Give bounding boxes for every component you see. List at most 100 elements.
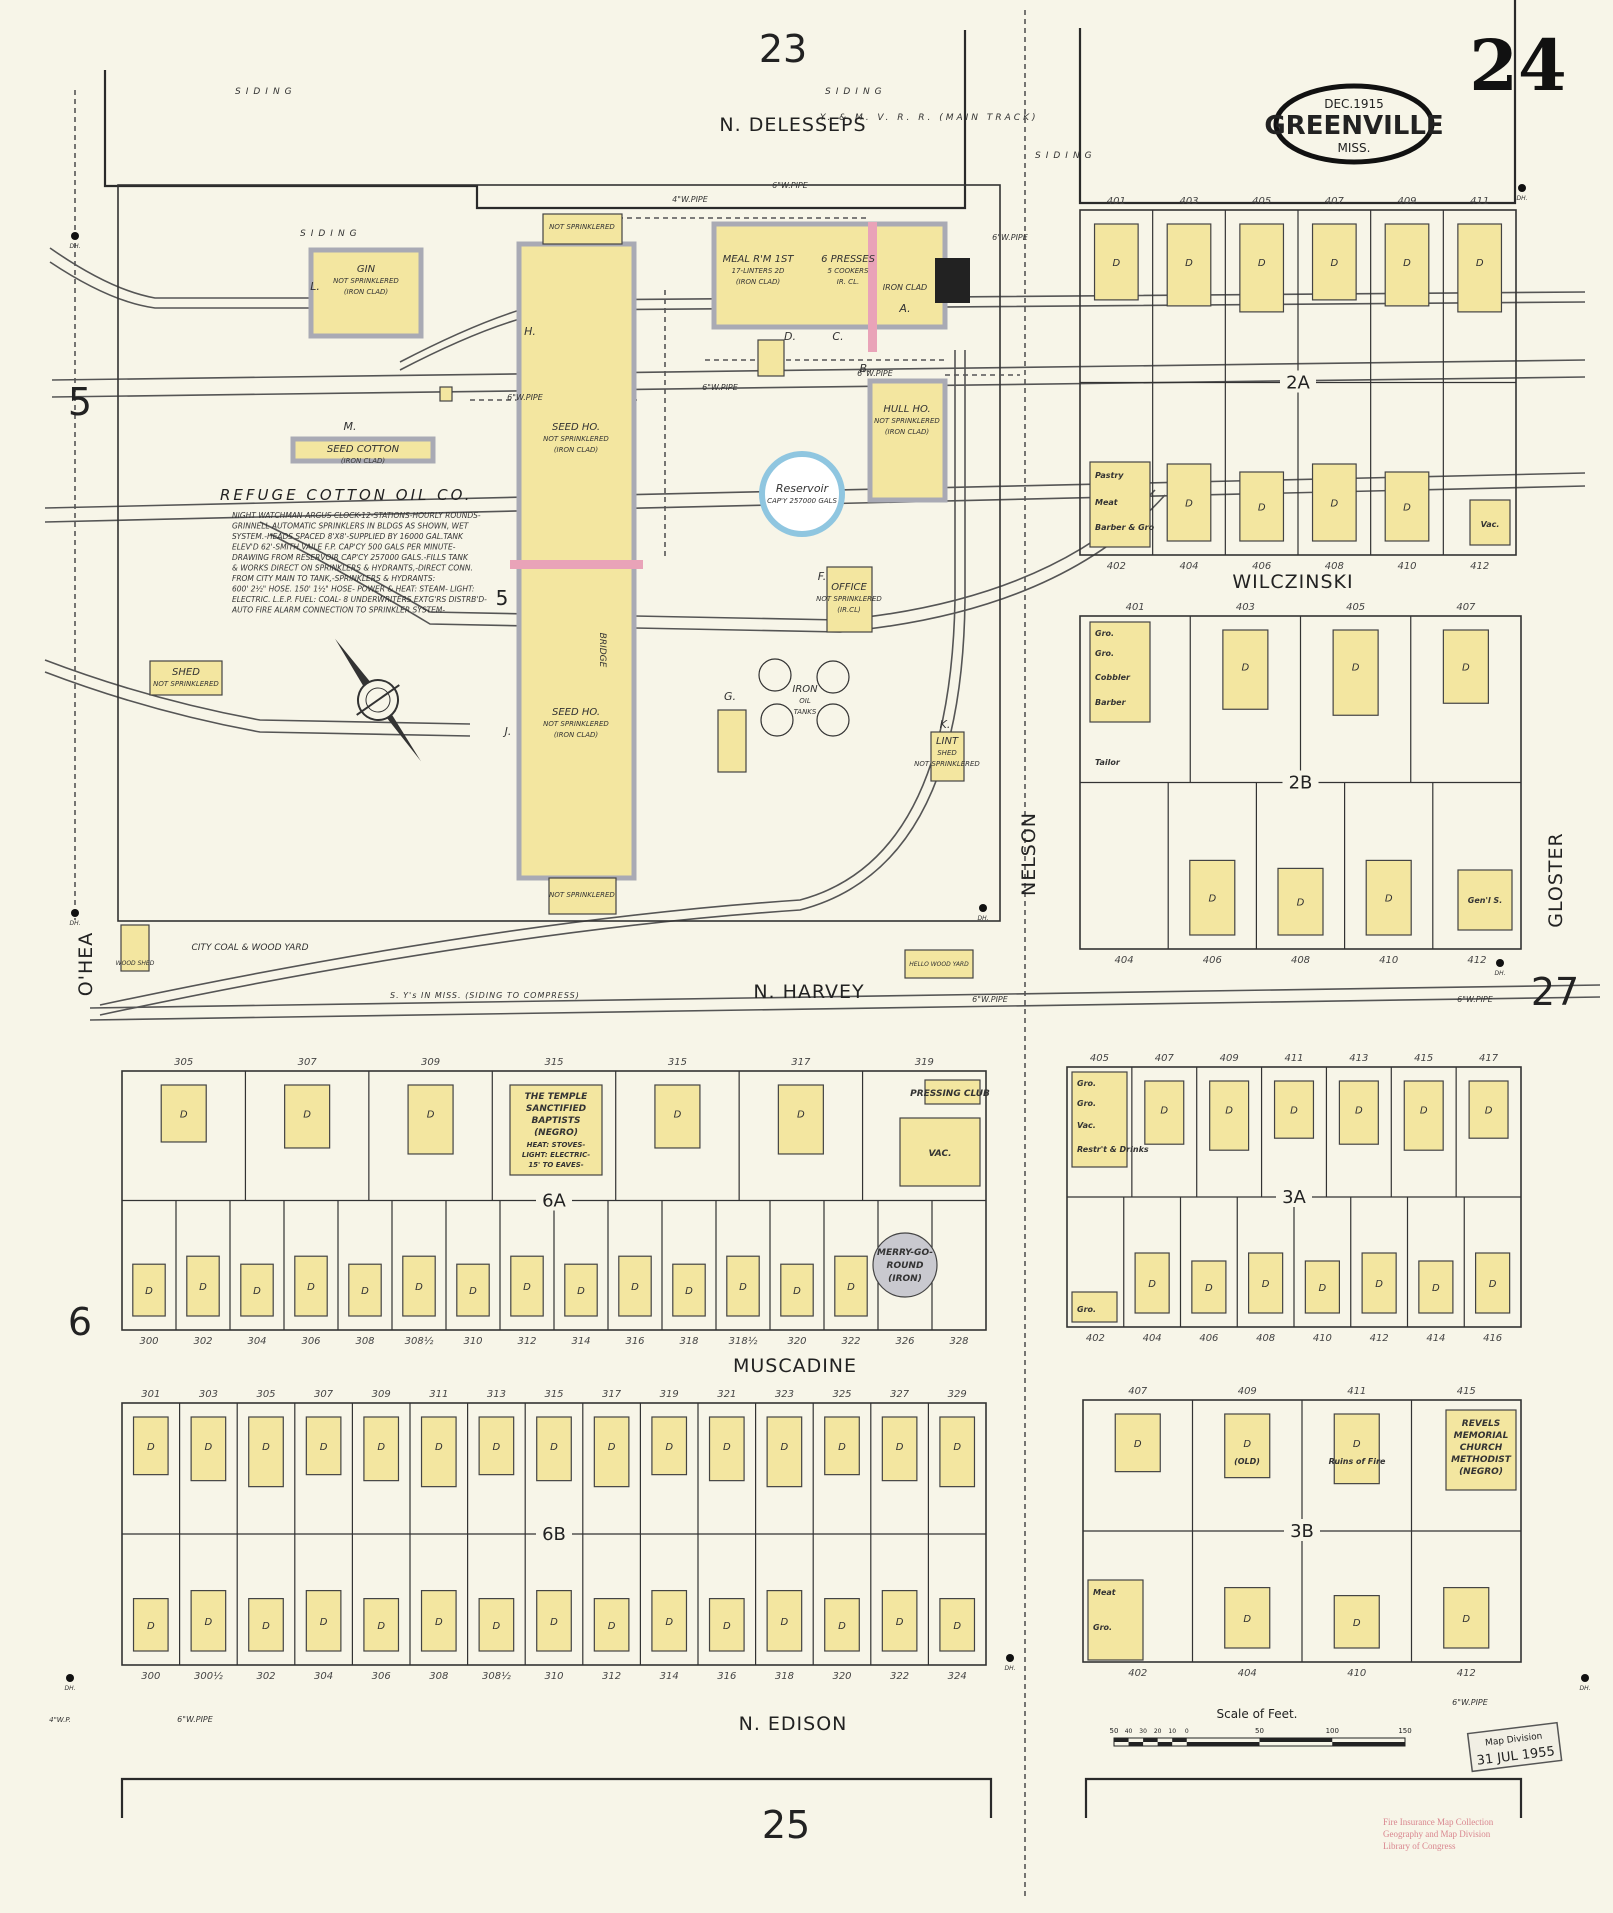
address-number: 310 — [463, 1336, 482, 1347]
dwelling — [593, 1597, 630, 1652]
merry-go-round — [872, 1232, 938, 1298]
address-number: 410 — [1313, 1333, 1332, 1344]
building-letter: A. — [898, 302, 910, 315]
dwelling — [1474, 1252, 1511, 1314]
dwelling-label: D — [415, 1282, 423, 1293]
address-number: 306 — [301, 1336, 320, 1347]
dwelling — [1332, 629, 1379, 716]
address-number: 314 — [660, 1671, 679, 1682]
address-number: 301 — [141, 1389, 160, 1400]
building-use-label: THE TEMPLE — [525, 1092, 589, 1102]
dwelling-label: D — [377, 1621, 385, 1632]
hydrant-label: DH. — [69, 243, 80, 250]
building-letter: C. — [832, 330, 843, 343]
dwelling — [824, 1597, 860, 1652]
address-number: 322 — [841, 1336, 860, 1347]
building-use-label: Cobbler — [1095, 673, 1131, 682]
dwelling — [593, 1416, 630, 1488]
dwelling-label: D — [953, 1442, 961, 1453]
gin-label: GIN — [357, 264, 376, 275]
dwelling — [536, 1416, 572, 1482]
dwelling-label: D — [307, 1282, 315, 1293]
dwelling — [651, 1416, 688, 1476]
siding-label: SIDING — [825, 87, 887, 97]
shed-label: NOT SPRINKLERED — [153, 680, 219, 688]
iron-clad-label: IRON CLAD — [883, 283, 927, 292]
dwelling-label: D — [1476, 258, 1484, 269]
building-use-label: SANCTIFIED — [526, 1104, 587, 1114]
building-use-label: Pastry — [1095, 471, 1124, 480]
address-number: 329 — [948, 1389, 967, 1400]
address-number: 314 — [571, 1336, 590, 1347]
dwelling — [478, 1416, 515, 1476]
dwelling — [834, 1255, 868, 1317]
block-id: 6B — [542, 1524, 566, 1545]
dwelling-label: D — [1330, 258, 1338, 269]
dwelling-label: D — [550, 1442, 558, 1453]
dwelling — [726, 1255, 760, 1317]
scale-tick: 10 — [1168, 1728, 1176, 1735]
dwelling — [294, 1255, 328, 1317]
street-wilczinski: WILCZINSKI — [1232, 571, 1353, 593]
hydrant-label: DH. — [69, 920, 80, 927]
address-number: 414 — [1426, 1333, 1445, 1344]
building-use-label: Gro. — [1077, 1099, 1096, 1108]
dwelling — [1134, 1252, 1170, 1314]
address-number: 328 — [949, 1336, 968, 1347]
hydrant-label: DH. — [1004, 1665, 1015, 1672]
address-number: 308½ — [405, 1335, 434, 1347]
adjacent-sheet-25: 25 — [762, 1803, 810, 1847]
presses-label: 6 PRESSES — [821, 254, 875, 265]
scale-tick: 150 — [1398, 1727, 1411, 1735]
dwelling-label: D — [838, 1621, 846, 1632]
scale-tick: 20 — [1154, 1728, 1162, 1735]
scale-tick: 100 — [1326, 1727, 1339, 1735]
adjacent-block-23-outline — [103, 30, 967, 210]
address-number: 403 — [1179, 196, 1198, 207]
north-arrow-compass-icon — [334, 638, 422, 762]
dwelling — [186, 1255, 220, 1317]
building-use-label: HEAT: STOVES- — [527, 1141, 586, 1149]
oil-tanks-label: TANKS — [794, 708, 817, 716]
lint-shed-label: SHED — [937, 749, 957, 757]
dwelling — [564, 1263, 598, 1317]
dwelling-label: D — [1353, 1439, 1361, 1450]
collection-stamp: Fire Insurance Map Collection Geography … — [1383, 1817, 1494, 1851]
dwelling-label: D — [205, 1442, 213, 1453]
building-letter: B. — [859, 362, 870, 375]
presses-label: 5 COOKERS — [828, 267, 869, 275]
special-building — [1445, 1409, 1517, 1491]
address-number: 305 — [256, 1389, 275, 1400]
dwelling — [1418, 1260, 1454, 1314]
address-number: 408 — [1325, 561, 1344, 572]
dwelling — [284, 1084, 331, 1149]
building-use-label: Gro. — [1077, 1305, 1096, 1314]
dwelling-label: D — [1185, 499, 1193, 510]
hydrant-label: DH. — [1516, 195, 1527, 202]
special-building — [1469, 499, 1511, 546]
building-use-label: Meat — [1093, 1588, 1117, 1597]
dwelling-label: D — [262, 1442, 270, 1453]
dwelling-label: D — [797, 1109, 805, 1120]
dwelling-label: D — [493, 1621, 501, 1632]
dwelling-label: D — [577, 1286, 585, 1297]
dwelling-label: D — [723, 1621, 731, 1632]
address-number: 302 — [256, 1671, 275, 1682]
collection-line: Library of Congress — [1383, 1841, 1456, 1851]
address-number: 412 — [1457, 1668, 1476, 1679]
fire-hydrant-icon — [66, 1674, 74, 1682]
adjacent-sheet-23: 23 — [759, 27, 807, 71]
block-id: 2B — [1289, 773, 1313, 794]
address-number: 406 — [1199, 1333, 1218, 1344]
dwelling — [1166, 463, 1212, 542]
dwelling-label: D — [1258, 258, 1266, 269]
dwelling-label: D — [685, 1286, 693, 1297]
address-number: 401 — [1126, 602, 1145, 613]
address-number: 313 — [487, 1389, 506, 1400]
dwelling-label: D — [1225, 1106, 1233, 1117]
special-building — [1089, 461, 1151, 548]
main-track-label: Y. & M. V. R. R. (MAIN TRACK) — [820, 113, 1039, 123]
address-number: 412 — [1370, 1333, 1389, 1344]
dwelling-label: D — [147, 1621, 155, 1632]
